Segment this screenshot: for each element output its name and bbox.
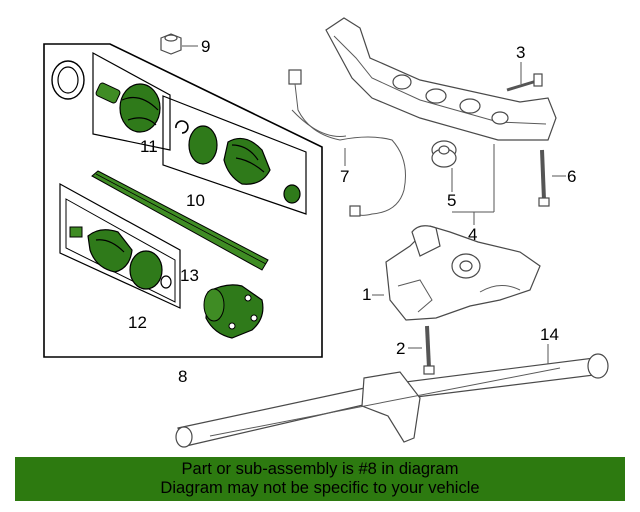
differential-part-1[interactable] — [385, 225, 541, 321]
panel-10 — [162, 95, 307, 215]
callout-7: 7 — [340, 167, 349, 186]
callout-2: 2 — [396, 339, 405, 358]
outer-boot-kit[interactable] — [175, 120, 301, 204]
bolt-part-3[interactable] — [506, 73, 543, 92]
bushing-part-5[interactable] — [431, 140, 457, 168]
part-info-banner: Part or sub-assembly is #8 in diagram Di… — [15, 457, 625, 501]
callout-8: 8 — [178, 367, 187, 386]
panel-12 — [59, 182, 181, 309]
callout-9: 9 — [201, 37, 210, 56]
callout-5: 5 — [447, 191, 456, 210]
callout-13: 13 — [180, 266, 199, 285]
half-shaft[interactable] — [91, 170, 269, 271]
callout-4: 4 — [468, 225, 477, 244]
assembly-8-frame[interactable] — [43, 43, 323, 358]
callout-12: 12 — [128, 313, 147, 332]
propeller-shaft-part-14[interactable] — [175, 353, 609, 448]
banner-line-2: Diagram may not be specific to your vehi… — [160, 479, 480, 497]
outer-cv-joint[interactable] — [95, 82, 161, 133]
parts-diagram: 1 2 3 4 5 6 7 8 9 10 11 12 13 14 — [43, 17, 609, 448]
callout-11: 11 — [140, 137, 158, 156]
wiring-harness-part-7[interactable] — [288, 69, 406, 217]
callout-14: 14 — [540, 325, 559, 344]
bolt-part-6[interactable] — [538, 149, 550, 207]
panel-11 — [92, 51, 171, 151]
crossmember[interactable] — [325, 17, 557, 141]
bolt-part-2[interactable] — [423, 325, 435, 375]
banner-line-1: Part or sub-assembly is #8 in diagram — [181, 460, 459, 478]
nut-part-9[interactable] — [160, 33, 182, 55]
seal-ring[interactable] — [51, 60, 85, 100]
inner-flange-joint[interactable] — [203, 284, 264, 339]
callout-6: 6 — [567, 167, 576, 186]
callout-3: 3 — [516, 43, 525, 62]
panel-12-inner — [65, 198, 176, 303]
callout-10: 10 — [186, 191, 205, 210]
inner-boot-kit[interactable] — [69, 226, 172, 290]
callout-1: 1 — [362, 285, 371, 304]
